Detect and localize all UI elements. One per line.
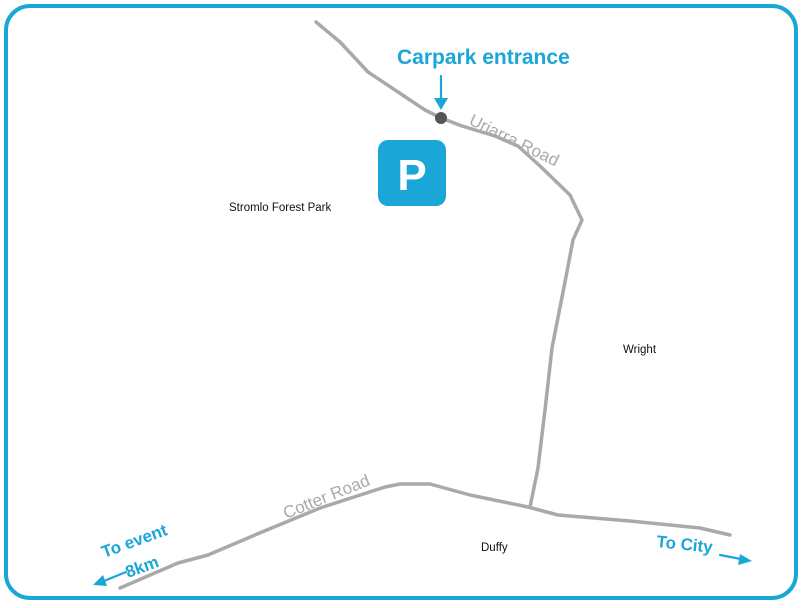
parking-letter: P (397, 151, 426, 200)
place-label-duffy: Duffy (481, 542, 508, 554)
uriarra-road-label: Uriarra Road (466, 111, 562, 171)
carpark-entrance-marker[interactable] (435, 112, 447, 124)
map-frame (4, 4, 798, 600)
parking-icon[interactable]: P (378, 140, 446, 206)
place-label-wright: Wright (623, 344, 657, 356)
to-event-label: To event (99, 520, 170, 561)
to-event-arrow-shaft (102, 570, 128, 583)
cotter-road-line (118, 482, 732, 590)
to-event-arrow-head (93, 575, 107, 586)
carpark-arrow-head (434, 98, 448, 110)
uriarra-road-line (314, 20, 584, 509)
to-city-label: To City (656, 532, 715, 557)
to-city-arrow-head (738, 554, 752, 565)
carpark-entrance-label: Carpark entrance (397, 46, 570, 69)
to-city-arrow-shaft (718, 553, 743, 561)
place-label-stromlo: Stromlo Forest Park (229, 202, 331, 214)
